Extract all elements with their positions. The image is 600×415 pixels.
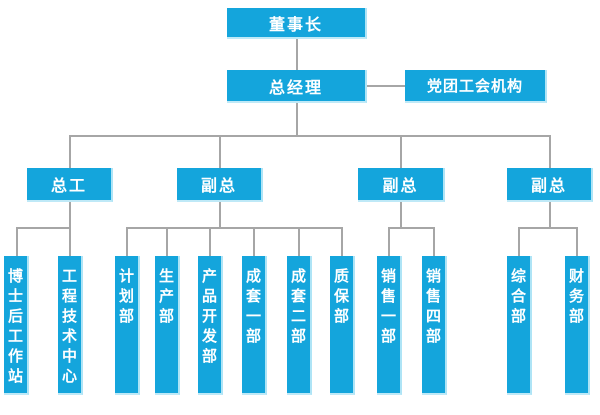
- node-dept-sales-4: 销售四部: [422, 256, 447, 395]
- node-chairman: 董事长: [227, 8, 367, 39]
- node-dept-sales-1: 销售一部: [377, 256, 402, 395]
- connector-line: [126, 227, 128, 256]
- connector-line: [518, 227, 520, 256]
- connector-line: [69, 135, 71, 168]
- node-general-manager: 总经理: [227, 70, 367, 103]
- connector-line: [400, 135, 402, 168]
- node-deputy-gm-2: 副总: [358, 168, 445, 202]
- connector-line: [16, 227, 71, 229]
- node-dept-finance: 财务部: [565, 256, 590, 395]
- connector-line: [576, 227, 578, 256]
- node-dept-quality-assurance: 质保部: [330, 256, 355, 395]
- connector-line: [341, 227, 343, 256]
- node-dept-complete-sets-2: 成套二部: [287, 256, 312, 395]
- node-dept-postdoc-workstation: 博士后工作站: [4, 256, 29, 395]
- connector-line: [549, 202, 551, 229]
- node-dept-product-development: 产品开发部: [198, 256, 223, 395]
- connector-line: [518, 227, 578, 229]
- connector-line: [298, 227, 300, 256]
- node-deputy-gm-3: 副总: [507, 168, 593, 202]
- connector-line: [388, 227, 435, 229]
- connector-line: [219, 202, 221, 229]
- node-dept-production: 生产部: [155, 256, 180, 395]
- connector-line: [253, 227, 255, 256]
- connector-line: [388, 227, 390, 256]
- connector-line: [166, 227, 168, 256]
- connector-line: [69, 202, 71, 229]
- node-party-union: 党团工会机构: [405, 70, 547, 103]
- connector-line: [69, 135, 551, 137]
- connector-line: [126, 227, 343, 229]
- connector-line: [209, 227, 211, 256]
- node-chief-engineer: 总工: [27, 168, 113, 202]
- connector-line: [296, 103, 298, 136]
- node-dept-planning: 计划部: [115, 256, 140, 395]
- connector-line: [367, 85, 405, 87]
- connector-line: [296, 38, 298, 71]
- connector-line: [549, 135, 551, 168]
- connector-line: [433, 227, 435, 256]
- connector-line: [219, 135, 221, 168]
- node-dept-general-affairs: 综合部: [507, 256, 532, 395]
- connector-line: [400, 202, 402, 229]
- connector-line: [69, 227, 71, 256]
- node-dept-engineering-tech-center: 工程技术中心: [58, 256, 83, 395]
- node-dept-complete-sets-1: 成套一部: [242, 256, 267, 395]
- node-deputy-gm-1: 副总: [177, 168, 263, 202]
- connector-line: [16, 227, 18, 256]
